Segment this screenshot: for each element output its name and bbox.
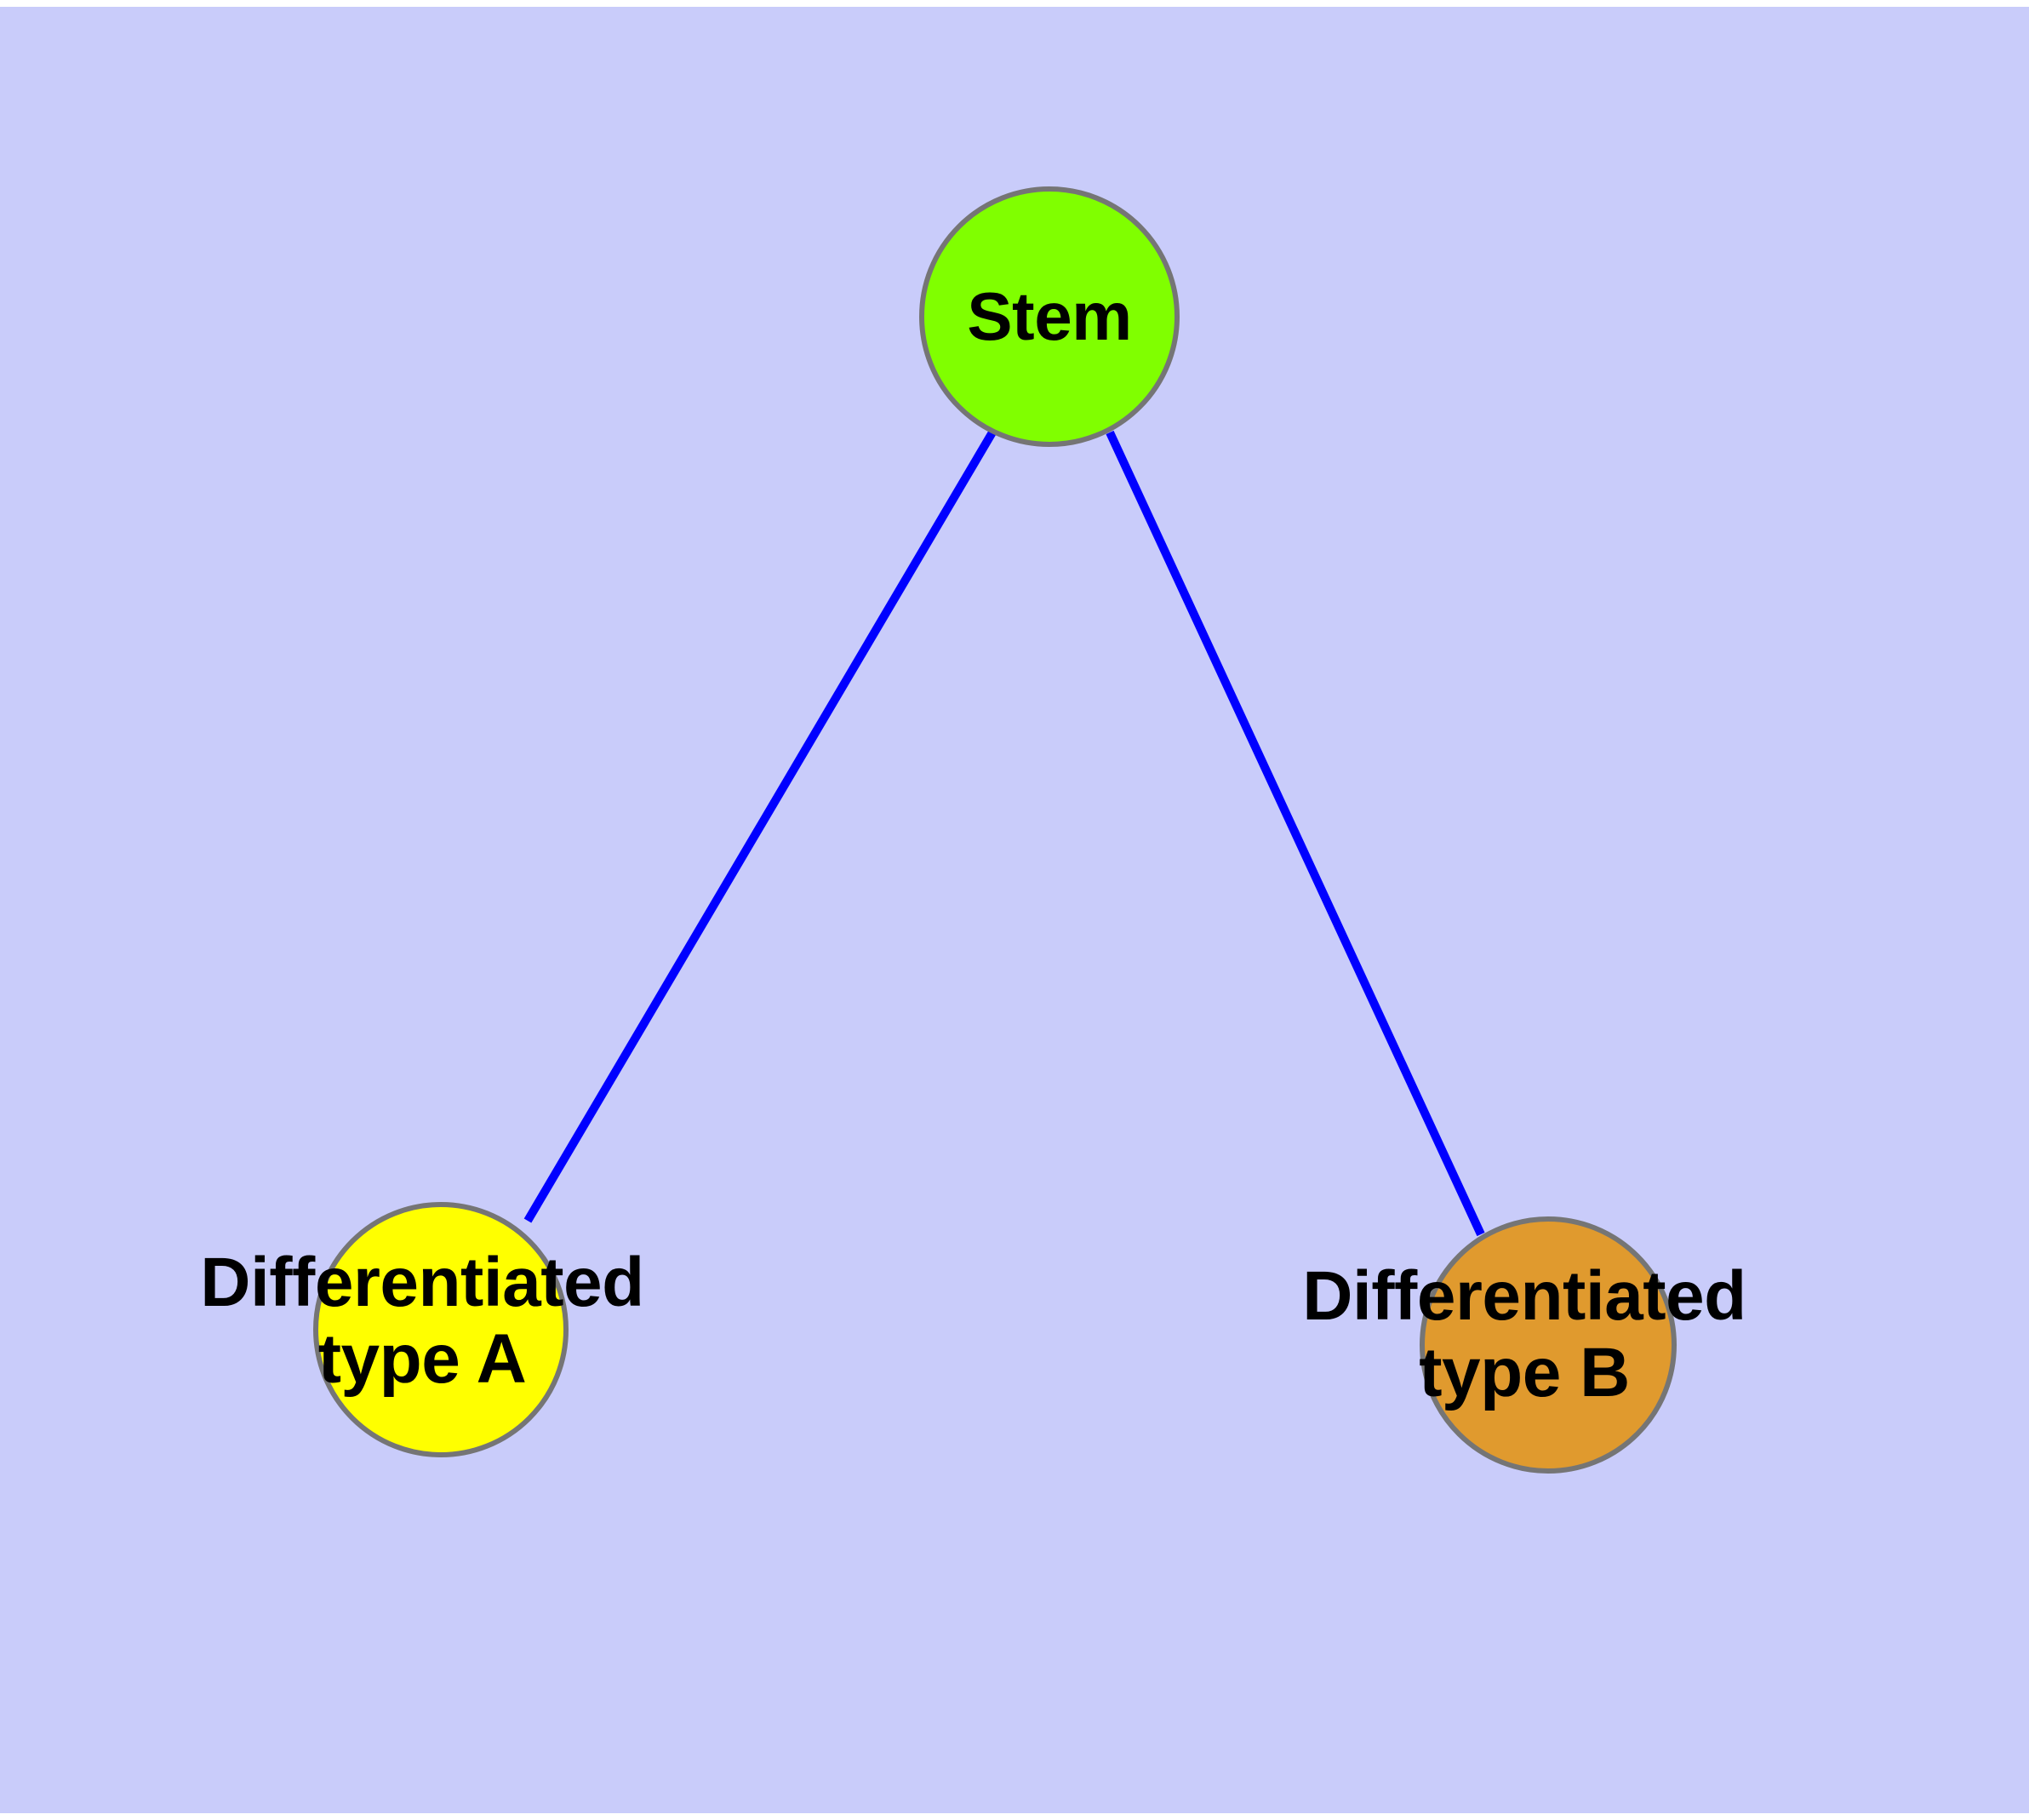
graph-svg (313, 186, 1677, 1474)
edge-layer (523, 430, 1485, 1237)
node-layer (313, 186, 1677, 1474)
edge-stem-to-differentiated-type-b[interactable] (1106, 430, 1485, 1237)
node-differentiated-type-b[interactable] (1420, 1216, 1677, 1474)
node-stem[interactable] (919, 186, 1180, 447)
diagram-plot-area: Stem Differentiated type A Differentiate… (0, 7, 2029, 1813)
edge-stem-to-differentiated-type-a[interactable] (523, 430, 997, 1223)
node-differentiated-type-a[interactable] (313, 1202, 569, 1457)
